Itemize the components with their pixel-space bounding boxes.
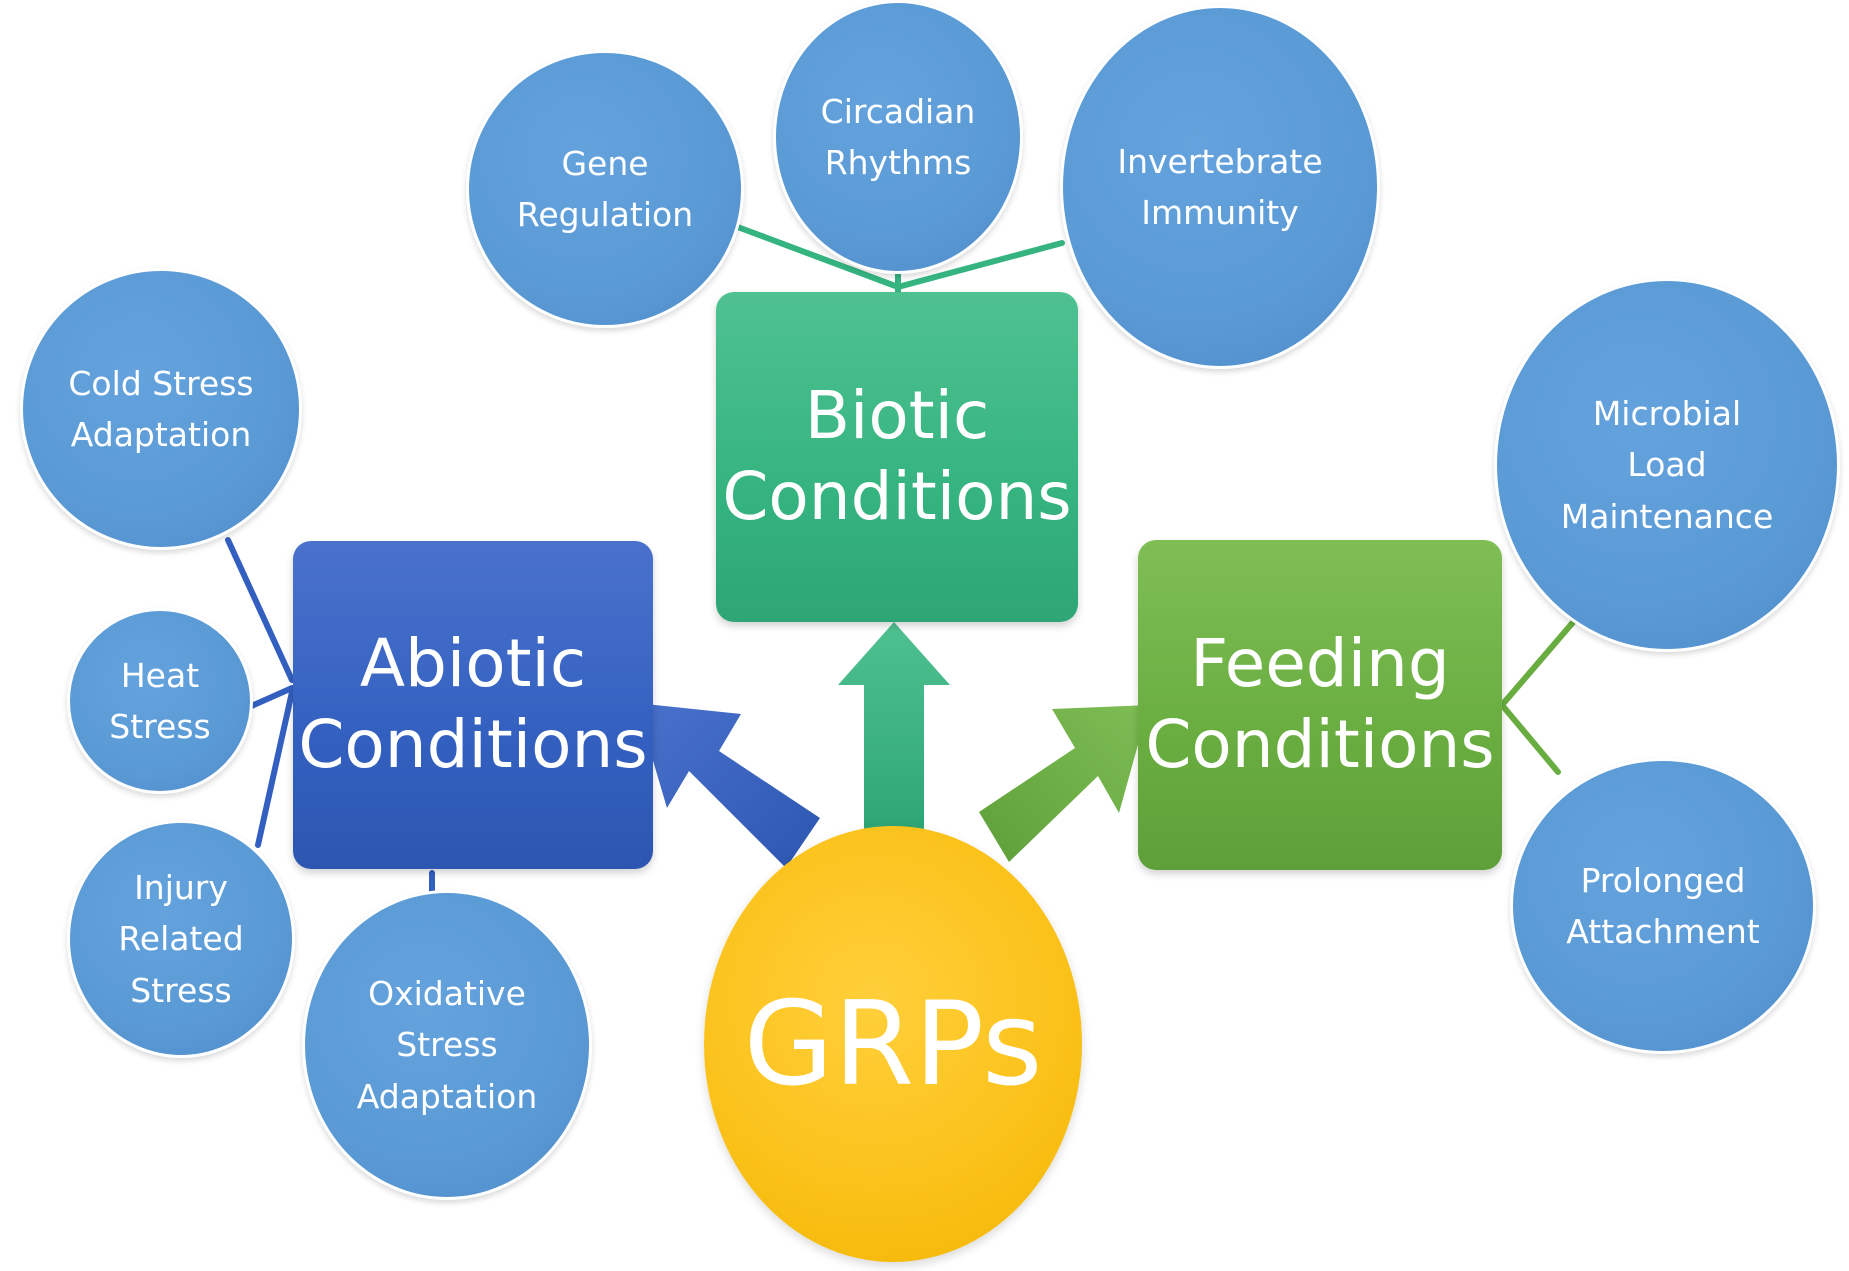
- connector-prolonged-attachment: [1499, 702, 1561, 775]
- circle-text-line: Cold Stress: [68, 363, 254, 403]
- circle-text-line: Prolonged: [1580, 860, 1746, 900]
- circle-text-line: Injury: [134, 868, 228, 908]
- circle-invertebrate-immunity: Invertebrate Immunity: [1060, 5, 1380, 369]
- circle-oxidative-stress-adaptation: Oxidative Stress Adaptation: [302, 890, 592, 1200]
- box-title-line: Abiotic: [359, 625, 587, 703]
- abiotic-conditions-box: Abiotic Conditions: [293, 541, 653, 869]
- circle-gene-regulation: Gene Regulation: [466, 50, 744, 328]
- grps-hub-circle: GRPs: [704, 826, 1082, 1262]
- box-title-line: Biotic: [804, 377, 990, 455]
- circle-microbial-load-maintenance: Microbial Load Maintenance: [1494, 278, 1840, 652]
- arrow-to-feeding: [979, 705, 1149, 862]
- circle-text-line: Attachment: [1566, 912, 1760, 951]
- circle-text-line: Related: [118, 919, 244, 959]
- arrow-to-biotic: [838, 622, 950, 832]
- biotic-conditions-box: Biotic Conditions: [716, 292, 1078, 622]
- circle-heat-stress: Heat Stress: [67, 608, 253, 794]
- feeding-connectors: [1499, 617, 1578, 775]
- connector-cold-stress: [225, 537, 295, 683]
- feeding-conditions-box: Feeding Conditions: [1138, 540, 1502, 870]
- hub-label: GRPs: [743, 976, 1043, 1112]
- circle-text-line: Invertebrate: [1117, 141, 1323, 181]
- circle-text-line: Maintenance: [1560, 496, 1774, 536]
- connector-gene-regulation: [732, 223, 901, 290]
- circle-text-line: Oxidative: [368, 974, 526, 1014]
- abiotic-connectors: [225, 537, 435, 898]
- circle-text-line: Microbial: [1592, 394, 1742, 434]
- circle-text-line: Stress: [396, 1025, 498, 1065]
- circle-text-line: Immunity: [1141, 193, 1299, 232]
- circle-cold-stress-adaptation: Cold Stress Adaptation: [20, 268, 302, 550]
- circle-text-line: Gene: [561, 143, 649, 183]
- circle-text-line: Stress: [130, 970, 232, 1010]
- connector-microbial-load: [1499, 617, 1578, 708]
- biotic-connectors: [732, 223, 1065, 296]
- connector-injury-stress: [255, 689, 295, 848]
- circle-text-line: Heat: [120, 655, 200, 695]
- box-title-line: Conditions: [298, 706, 648, 783]
- circle-text-line: Circadian: [820, 91, 976, 131]
- circle-text-line: Load: [1627, 445, 1707, 485]
- connector-heat-stress: [244, 685, 295, 711]
- box-title-line: Conditions: [1145, 706, 1495, 783]
- circle-circadian-rhythms: Circadian Rhythms: [773, 0, 1023, 274]
- connector-invertebrate-immunity: [895, 240, 1065, 290]
- circle-prolonged-attachment: Prolonged Attachment: [1510, 758, 1816, 1054]
- circle-text-line: Adaptation: [70, 415, 252, 454]
- circle-text-line: Adaptation: [356, 1076, 538, 1116]
- circle-text-line: Stress: [109, 707, 211, 746]
- box-title-line: Conditions: [722, 458, 1072, 535]
- arrow-to-abiotic: [636, 703, 820, 868]
- circle-text-line: Rhythms: [824, 143, 972, 182]
- box-title-line: Feeding: [1190, 625, 1450, 703]
- circle-injury-related-stress: Injury Related Stress: [67, 820, 295, 1058]
- circle-text-line: Regulation: [516, 195, 694, 234]
